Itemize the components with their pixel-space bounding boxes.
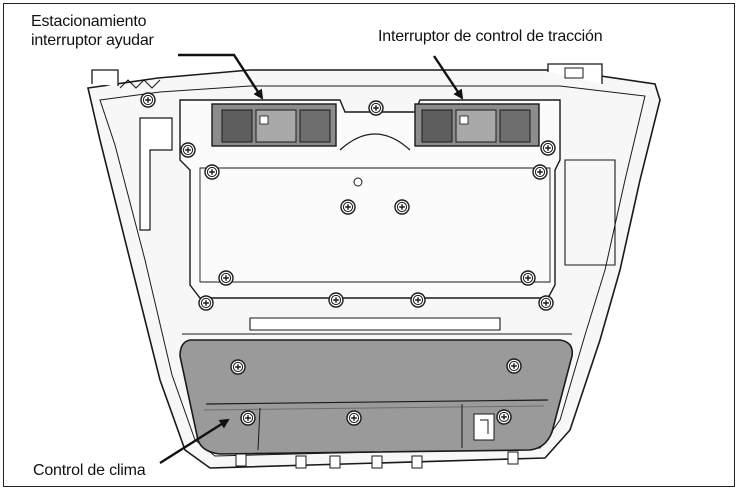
- bottom-clips: [235, 451, 519, 469]
- climate-control-unit: [179, 339, 574, 455]
- screw-icon: [540, 140, 556, 156]
- bezel-inner-edge: [99, 85, 646, 457]
- traction-control-switch: [414, 103, 540, 147]
- right-bracket: [564, 159, 616, 266]
- screw-icon: [394, 199, 410, 215]
- plate-inner-frame: [199, 167, 551, 283]
- mounting-plate: [179, 99, 561, 299]
- plate-center-arch: [339, 133, 411, 151]
- screw-icon: [496, 409, 512, 425]
- park-assist-leader: [178, 53, 264, 100]
- lower-rail: [249, 317, 501, 331]
- screw-icon: [198, 295, 214, 311]
- plate-hole: [353, 177, 363, 187]
- screw-icon: [506, 358, 522, 374]
- park-assist-label: Estacionamiento interruptor ayudar: [31, 12, 154, 50]
- screw-icon: [538, 295, 554, 311]
- park-assist-switch: [211, 103, 337, 147]
- screw-icon: [532, 164, 548, 180]
- top-ribs: [119, 79, 161, 89]
- screw-icon: [520, 270, 536, 286]
- right-tab-slot: [564, 67, 584, 79]
- traction-control-leader: [433, 55, 464, 100]
- left-bracket: [139, 117, 173, 231]
- park-assist-label-line2: interruptor ayudar: [31, 32, 154, 49]
- right-tab: [547, 63, 603, 84]
- screw-icon: [340, 199, 356, 215]
- screw-icon: [204, 164, 220, 180]
- screw-icon: [140, 92, 156, 108]
- screw-icon: [230, 359, 246, 375]
- screw-icon: [240, 410, 256, 426]
- screw-icon: [346, 410, 362, 426]
- screw-icon: [180, 142, 196, 158]
- climate-control-label: Control de clima: [33, 462, 146, 479]
- screw-icon: [410, 292, 426, 308]
- traction-control-label: Interruptor de control de tracción: [378, 28, 603, 45]
- screw-icon: [368, 100, 384, 116]
- screw-icon: [218, 270, 234, 286]
- screw-icon: [328, 292, 344, 308]
- left-tab: [91, 69, 119, 86]
- climate-control-leader: [159, 418, 230, 465]
- park-assist-label-line1: Estacionamiento: [31, 13, 147, 30]
